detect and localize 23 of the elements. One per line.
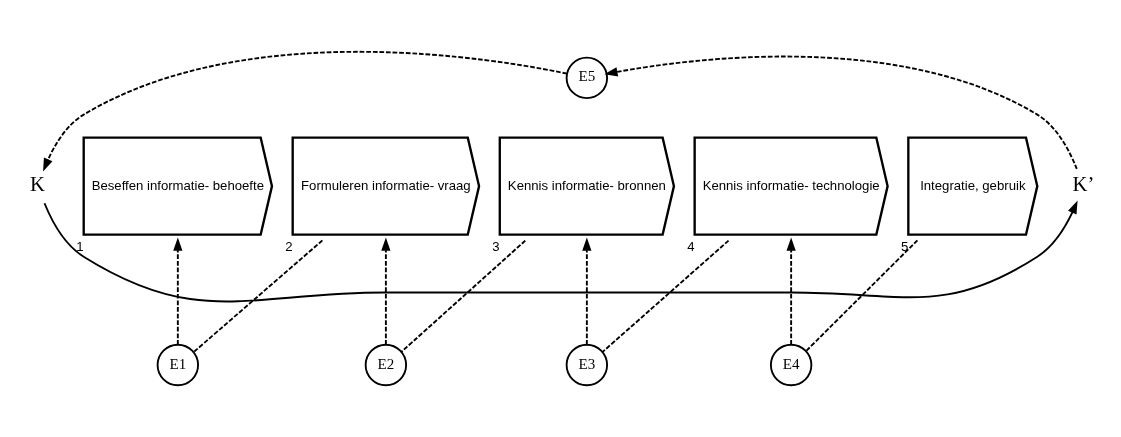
node-label: 2 <box>285 238 293 254</box>
arrow <box>786 237 796 346</box>
node-circle: E5 <box>565 56 609 100</box>
connector <box>601 239 730 353</box>
connector <box>400 239 527 353</box>
arrow <box>43 200 1078 303</box>
node-circle: E3 <box>565 343 609 387</box>
connector <box>805 239 919 352</box>
node-text: K’ <box>1072 173 1095 196</box>
arrow <box>381 237 391 346</box>
node-label: 1 <box>76 238 84 254</box>
node-circle: E2 <box>364 343 408 387</box>
node-label: 4 <box>687 238 695 254</box>
node-circle: E4 <box>769 343 813 387</box>
node-circle: E1 <box>156 343 199 387</box>
node-label: 3 <box>492 238 500 254</box>
connector <box>192 239 324 354</box>
arrow <box>604 55 1078 170</box>
arrow <box>173 237 183 346</box>
node-label: 5 <box>900 238 909 254</box>
arrow <box>582 237 592 346</box>
node-text: K <box>30 173 46 196</box>
arrow <box>43 50 568 172</box>
